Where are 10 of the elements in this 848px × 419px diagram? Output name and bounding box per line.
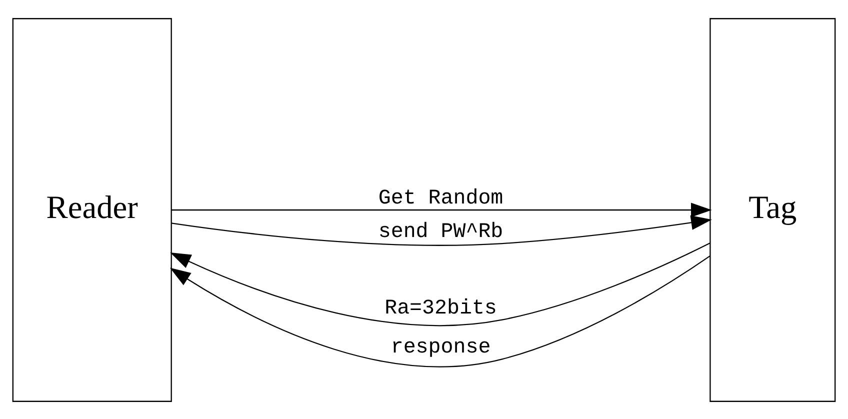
edge-label: response [390,336,491,360]
edge-label: Ra=32bits [384,296,497,320]
node-box: Reader [12,18,172,402]
edge-label: send PW^Rb [378,220,504,244]
arrow [170,254,710,367]
arrow [171,202,712,217]
arrow [170,242,710,326]
arrow [172,214,712,246]
node-box: Tag [710,18,836,402]
edge-label: Get Random [378,187,504,210]
